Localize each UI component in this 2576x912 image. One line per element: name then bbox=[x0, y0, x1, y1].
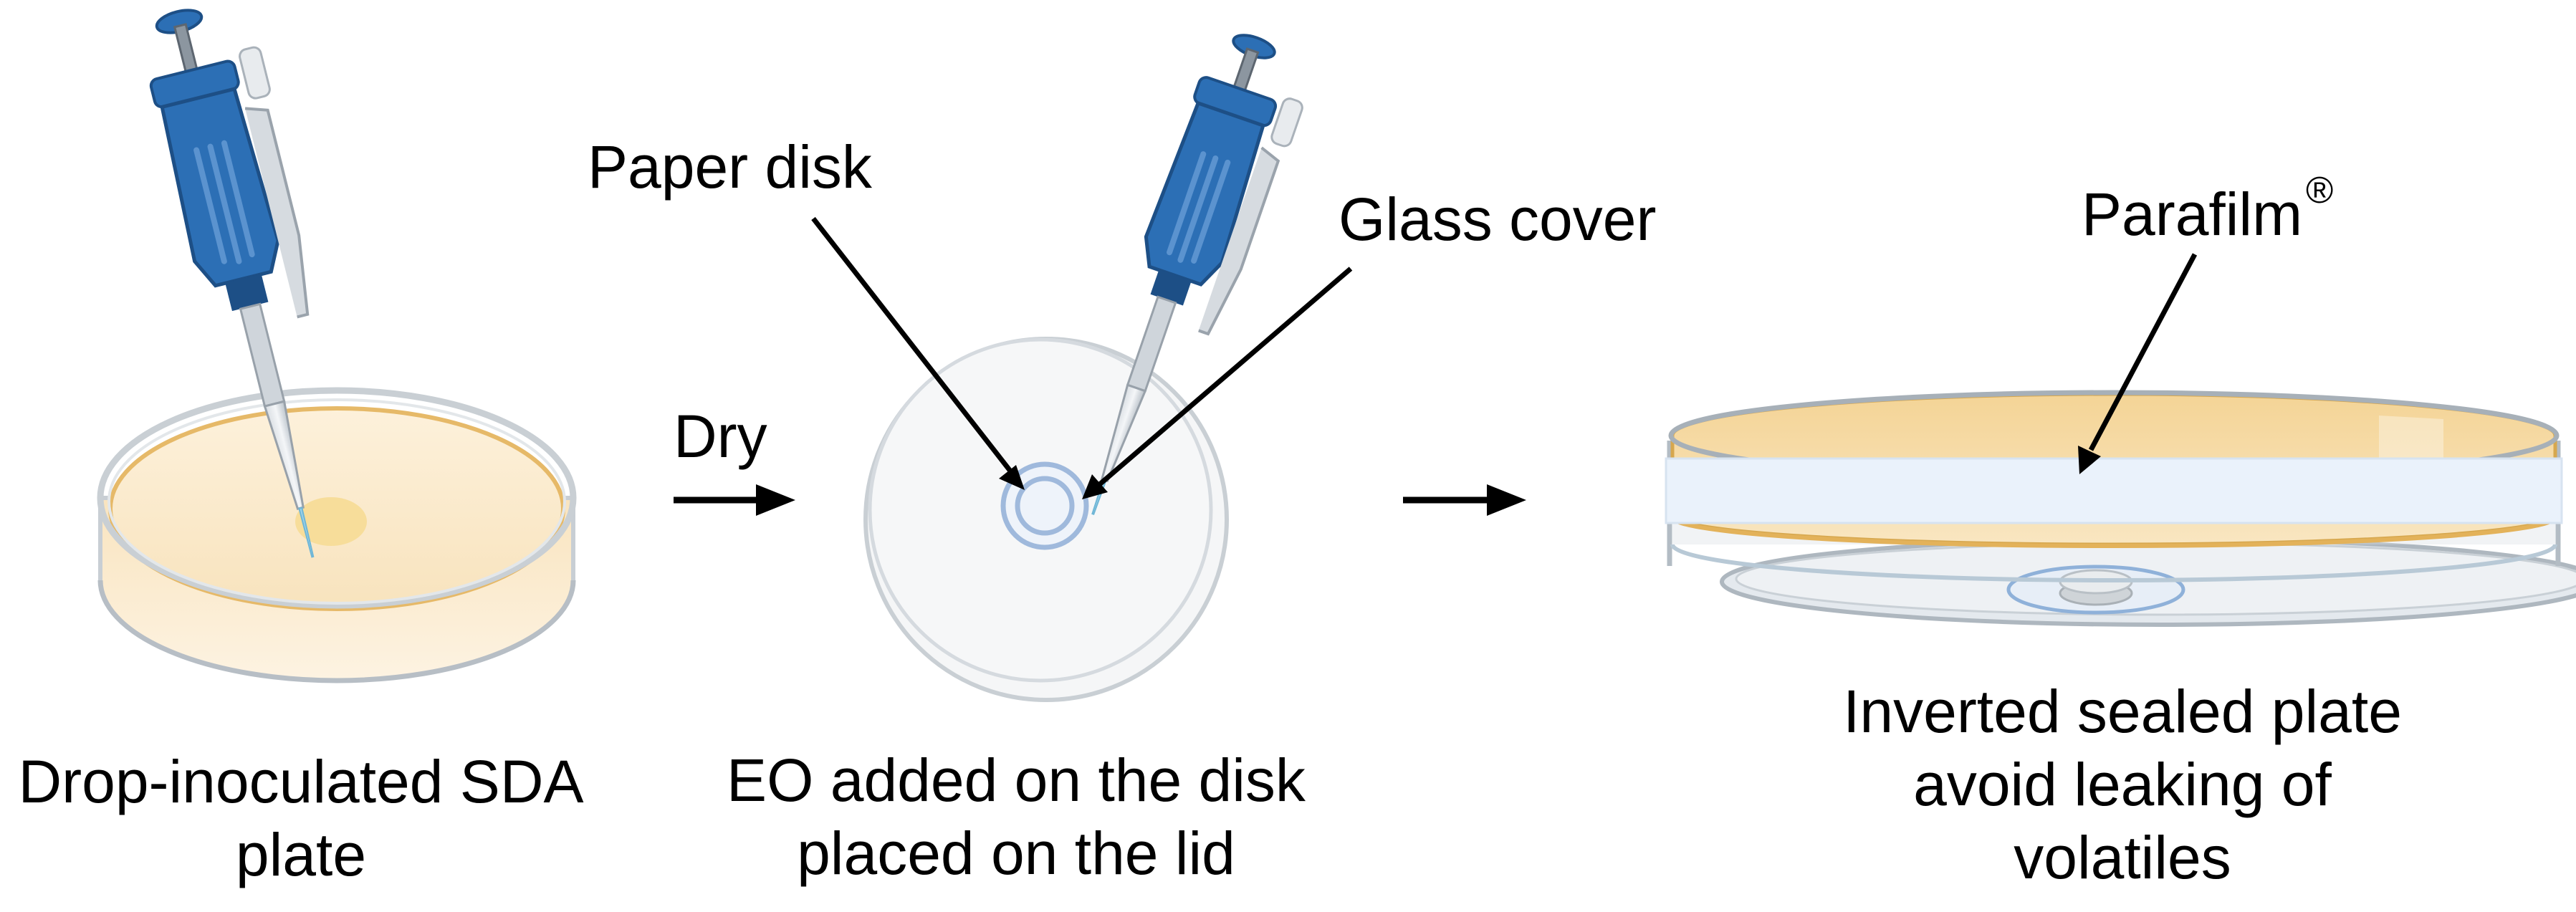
step-2-caption-line-1: EO added on the disk bbox=[727, 747, 1306, 814]
callout-parafilm-registered-mark: ® bbox=[2306, 170, 2333, 211]
plate-glass-rim bbox=[97, 387, 577, 609]
arrow-dry bbox=[674, 484, 795, 516]
callout-glass-cover: Glass cover bbox=[1339, 186, 1656, 253]
step-3-caption-line-1: Inverted sealed plate bbox=[1843, 678, 2402, 745]
callout-arrow-glass-cover bbox=[1082, 267, 1353, 499]
step-1-caption-line-2: plate bbox=[236, 821, 366, 888]
step-2-caption-line-2: placed on the lid bbox=[797, 820, 1235, 887]
plate-lower-lip bbox=[1670, 544, 2557, 582]
step-3-caption-line-3: volatiles bbox=[2014, 824, 2231, 891]
pipette-2 bbox=[1091, 34, 1303, 515]
callout-arrow-paper-disk bbox=[811, 216, 1025, 490]
step-2-lid bbox=[863, 337, 1229, 702]
callout-parafilm: Parafilm bbox=[2082, 181, 2302, 248]
callout-arrow-parafilm bbox=[2078, 253, 2198, 474]
pipette-1 bbox=[149, 9, 315, 558]
arrow-2 bbox=[1403, 484, 1526, 516]
plate-glass-rim-inner bbox=[107, 398, 566, 605]
step-3-inverted-plate bbox=[1665, 390, 2576, 627]
arrow-dry-label: Dry bbox=[674, 403, 767, 470]
step-3-caption-line-2: avoid leaking of bbox=[1913, 751, 2332, 818]
agar-lower-edge bbox=[1670, 517, 2557, 548]
paper-disk-inner bbox=[1015, 476, 1075, 536]
step-1-plate bbox=[97, 387, 577, 683]
callout-paper-disk: Paper disk bbox=[588, 133, 873, 201]
plate-bottom-rim bbox=[97, 580, 576, 683]
inoculum-drop bbox=[295, 497, 367, 546]
step-1-caption-line-1: Drop-inoculated SDA bbox=[18, 748, 583, 815]
parafilm-band bbox=[1665, 457, 2563, 524]
